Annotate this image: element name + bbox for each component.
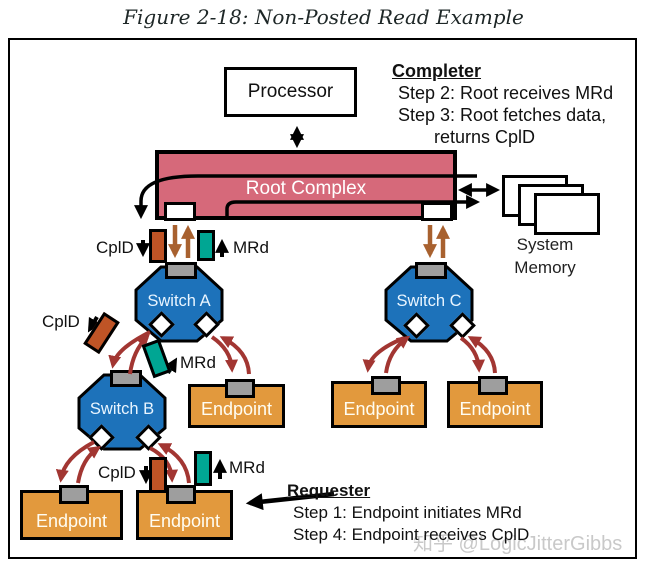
watermark-text: 知乎 @LogicJitterGibbs — [413, 533, 623, 555]
processor-box: Processor — [224, 67, 357, 117]
endpoint-label: Endpoint — [35, 511, 108, 531]
switch-c-label: Switch C — [396, 292, 462, 310]
completer-heading: Completer — [392, 61, 482, 81]
switch-b-upstream-port — [110, 370, 142, 387]
mrd-packet-top — [197, 230, 215, 261]
endpoint-label: Endpoint — [148, 511, 221, 531]
switch-b-label: Switch B — [89, 400, 155, 418]
switch-c: Switch C — [383, 262, 476, 344]
system-memory-label-line1: System — [516, 235, 574, 254]
endpoint-label: Endpoint — [343, 399, 415, 419]
root-complex-label: Root Complex — [245, 178, 367, 199]
endpoint-under-switch-a: Endpoint — [188, 379, 285, 428]
cpld-label-bottom: CplD — [98, 463, 136, 482]
endpoint-under-switch-b-right: Endpoint — [136, 485, 233, 540]
switch-a-upstream-port — [165, 262, 197, 279]
endpoint-port — [166, 485, 196, 504]
completer-step3-cont: returns CplD — [434, 127, 536, 147]
mrd-label-top: MRd — [233, 238, 269, 257]
figure-caption: Figure 2-18: Non-Posted Read Example — [123, 5, 524, 29]
completer-step2: Step 2: Root receives MRd — [398, 83, 614, 103]
endpoint-label: Endpoint — [459, 399, 531, 419]
completer-note: Completer Step 2: Root receives MRd Step… — [392, 60, 613, 148]
switch-a-label: Switch A — [147, 292, 211, 310]
diagram-frame — [8, 38, 637, 559]
completer-step3: Step 3: Root fetches data, — [398, 105, 607, 125]
requester-step4: Step 4: Endpoint receives CplD — [293, 525, 530, 544]
endpoint-under-switch-c-right: Endpoint — [447, 376, 543, 428]
endpoint-port — [478, 376, 508, 395]
processor-label: Processor — [247, 81, 334, 102]
switch-c-upstream-port — [415, 262, 447, 279]
cpld-packet-top — [149, 229, 167, 263]
requester-heading: Requester — [287, 481, 371, 500]
system-memory-label: System Memory — [493, 233, 597, 279]
endpoint-port — [371, 376, 401, 395]
system-memory-card-front — [534, 193, 600, 235]
mrd-label-bottom: MRd — [229, 458, 265, 477]
cpld-label-top: CplD — [96, 238, 134, 257]
root-complex-port-left — [164, 202, 196, 221]
requester-note: Requester Step 1: Endpoint initiates MRd… — [287, 480, 529, 546]
switch-b: Switch B — [76, 370, 168, 452]
endpoint-label: Endpoint — [200, 399, 273, 419]
endpoint-port — [225, 379, 255, 398]
root-complex-port-right — [421, 202, 453, 221]
requester-step1: Step 1: Endpoint initiates MRd — [293, 503, 522, 522]
endpoint-under-switch-b-left: Endpoint — [20, 485, 123, 540]
mrd-packet-bottom — [194, 451, 212, 486]
cpld-label-mid: CplD — [42, 312, 80, 331]
mrd-label-mid: MRd — [180, 353, 216, 372]
cpld-packet-bottom — [149, 457, 167, 493]
system-memory-label-line2: Memory — [514, 258, 576, 277]
endpoint-port — [59, 485, 89, 504]
endpoint-under-switch-c-left: Endpoint — [331, 376, 427, 428]
root-complex-box: Root Complex — [155, 150, 457, 220]
switch-a: Switch A — [133, 262, 225, 344]
